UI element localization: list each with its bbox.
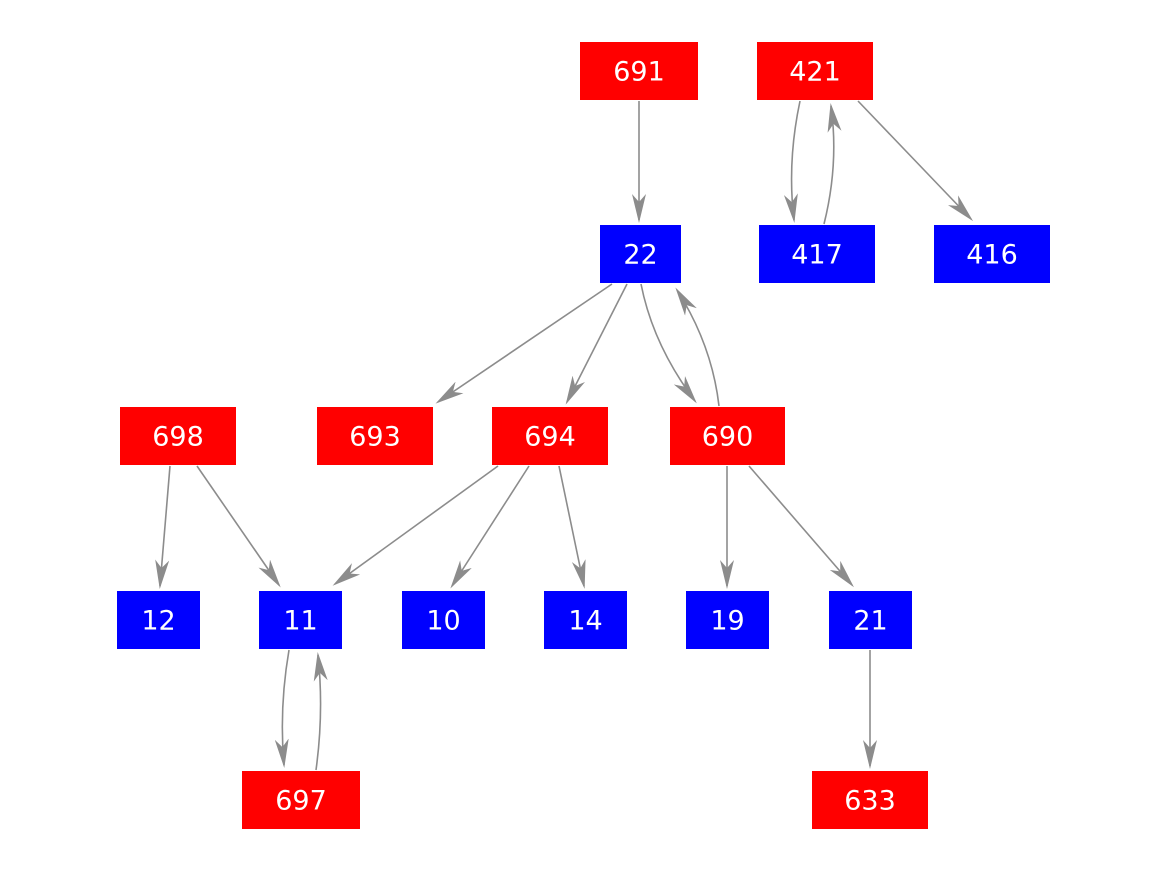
edge-690-21 <box>748 465 854 588</box>
node-12-box <box>117 591 200 649</box>
edge-22-690 <box>640 283 697 404</box>
edge-697-11 <box>313 652 328 771</box>
edge-694-14 <box>558 465 586 589</box>
node-698-box <box>120 407 236 465</box>
node-421-label: 421 <box>789 57 841 88</box>
node-416-label: 416 <box>966 240 1018 271</box>
edge-22-693 <box>435 283 613 404</box>
node-691-label: 691 <box>613 57 665 88</box>
node-698: 698 <box>120 407 236 465</box>
node-698-label: 698 <box>152 422 204 453</box>
node-21-box <box>829 591 912 649</box>
edges-layer <box>155 100 974 771</box>
node-690-box <box>670 407 785 465</box>
node-690: 690 <box>670 407 785 465</box>
node-19-box <box>686 591 769 649</box>
edge-694-11 <box>332 465 499 586</box>
edge-22-694 <box>565 283 628 405</box>
node-633-label: 633 <box>844 786 896 817</box>
edge-690-22 <box>675 287 720 407</box>
node-19-label: 19 <box>710 606 744 637</box>
edge-698-12 <box>155 465 171 589</box>
node-417-label: 417 <box>791 240 843 271</box>
node-694: 694 <box>492 407 608 465</box>
node-633: 633 <box>812 771 928 829</box>
node-22-box <box>600 225 681 283</box>
node-691: 691 <box>580 42 698 100</box>
node-10-label: 10 <box>426 606 460 637</box>
node-21: 21 <box>829 591 912 649</box>
node-694-box <box>492 407 608 465</box>
nodes-layer: 691 421 22 417 416 698 693 694 690 12 11 10 14 19 21 69… <box>117 42 1050 829</box>
node-697: 697 <box>242 771 360 829</box>
node-416: 416 <box>934 225 1050 283</box>
edge-694-10 <box>450 465 530 589</box>
node-22: 22 <box>600 225 681 283</box>
node-12-label: 12 <box>141 606 175 637</box>
node-12: 12 <box>117 591 200 649</box>
node-697-label: 697 <box>275 786 327 817</box>
node-11: 11 <box>259 591 342 649</box>
node-22-label: 22 <box>623 240 657 271</box>
node-693-box <box>317 407 433 465</box>
node-633-box <box>812 771 928 829</box>
node-10: 10 <box>402 591 485 649</box>
node-11-box <box>259 591 342 649</box>
node-14: 14 <box>544 591 627 649</box>
node-11-label: 11 <box>283 606 317 637</box>
node-14-box <box>544 591 627 649</box>
node-19: 19 <box>686 591 769 649</box>
edge-421-417 <box>783 100 801 223</box>
node-416-box <box>934 225 1050 283</box>
node-691-box <box>580 42 698 100</box>
edge-698-11 <box>196 465 281 588</box>
edge-11-697 <box>274 649 290 768</box>
edge-421-416 <box>857 100 974 222</box>
node-21-label: 21 <box>853 606 887 637</box>
node-693-label: 693 <box>349 422 401 453</box>
node-693: 693 <box>317 407 433 465</box>
node-417: 417 <box>759 225 875 283</box>
node-10-box <box>402 591 485 649</box>
node-421: 421 <box>757 42 873 100</box>
node-694-label: 694 <box>524 422 576 453</box>
edge-417-421 <box>823 103 842 225</box>
node-14-label: 14 <box>568 606 602 637</box>
node-690-label: 690 <box>702 422 754 453</box>
node-417-box <box>759 225 875 283</box>
node-421-box <box>757 42 873 100</box>
node-697-box <box>242 771 360 829</box>
